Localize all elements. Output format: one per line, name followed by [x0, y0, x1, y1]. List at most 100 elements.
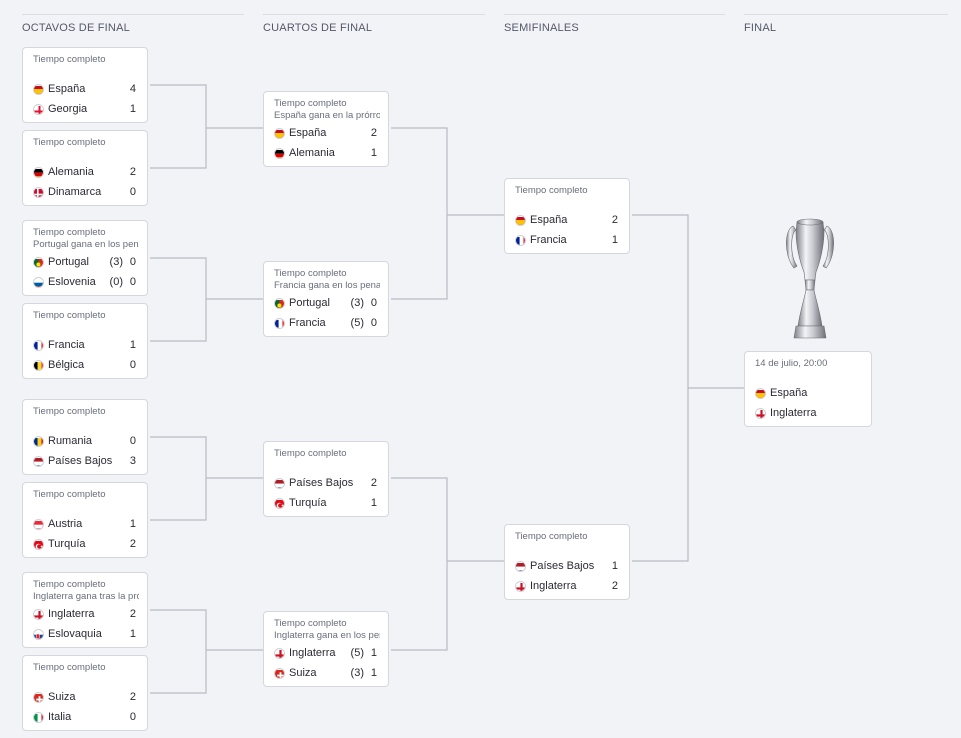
team-score: 1 [129, 518, 136, 530]
connector-r16-qf-4 [150, 609, 263, 694]
match-card-qf-1[interactable]: Tiempo completo España gana en la prórro… [263, 91, 389, 167]
connector-qf-sf-1 [391, 127, 504, 300]
team-score: 1 [129, 339, 136, 351]
france-flag-icon [33, 340, 44, 352]
connector-r16-qf-1 [150, 84, 263, 169]
match-card-r16-7[interactable]: Tiempo completo Inglaterra gana tras la … [22, 572, 148, 648]
team-score: 2 [129, 691, 136, 703]
team-name: Austria [48, 518, 83, 530]
penalty-score: (3) [350, 666, 364, 679]
round-header-label: CUARTOS DE FINAL [263, 22, 373, 34]
team-name: Francia [289, 316, 326, 329]
team-name: Rumania [48, 435, 93, 447]
team-row: Bélgica 0 [33, 356, 137, 376]
match-status: Tiempo completo [274, 618, 347, 629]
team-score: 1 [370, 496, 377, 509]
spain-flag-icon [755, 388, 766, 400]
match-card-final[interactable]: 14 de julio, 20:00 España Inglaterra [744, 351, 872, 427]
england-flag-icon [33, 609, 44, 621]
match-status: Tiempo completo [33, 489, 106, 500]
team-row: España 4 [33, 80, 137, 100]
switzerland-flag-icon [274, 667, 285, 679]
match-status: Tiempo completo [274, 448, 347, 459]
match-card-qf-3[interactable]: Tiempo completo Países Bajos 2 Turquía 1 [263, 441, 389, 517]
team-name: Italia [48, 710, 72, 723]
team-row: Turquía 2 [33, 535, 137, 555]
england-flag-icon [515, 580, 526, 592]
team-score: 2 [129, 166, 136, 178]
match-status: Tiempo completo [33, 227, 106, 238]
match-card-sf-2[interactable]: Tiempo completo Países Bajos 1 Inglaterr… [504, 524, 630, 600]
team-row: Eslovaquia 1 [33, 625, 137, 645]
team-name: Francia [48, 339, 85, 351]
team-name: España [530, 214, 568, 226]
match-card-r16-3[interactable]: Tiempo completo Portugal gana en los pen… [22, 220, 148, 296]
match-card-r16-2[interactable]: Tiempo completo Alemania 2 Dinamarca 0 [22, 130, 148, 206]
team-row: Inglaterra (5) 1 [274, 644, 378, 664]
match-status: Tiempo completo [33, 137, 106, 148]
match-status: Tiempo completo [33, 310, 106, 321]
team-row: Austria 1 [33, 515, 137, 535]
match-card-r16-1[interactable]: Tiempo completo España 4 Georgia 1 [22, 47, 148, 123]
romania-flag-icon [33, 436, 44, 448]
team-name: España [770, 387, 808, 399]
team-score: 1 [129, 102, 136, 115]
team-score: 0 [129, 435, 136, 447]
team-score: 1 [611, 560, 618, 572]
match-note: Inglaterra gana en los penaltis [274, 630, 380, 641]
round-header-label: FINAL [744, 22, 777, 34]
team-score: 0 [129, 256, 136, 268]
match-status: Tiempo completo [274, 268, 347, 279]
team-score: 0 [370, 316, 377, 329]
team-row: Dinamarca 0 [33, 183, 137, 203]
match-status: Tiempo completo [33, 662, 106, 673]
austria-flag-icon [33, 519, 44, 531]
team-score: 1 [370, 666, 377, 679]
match-status: Tiempo completo [33, 579, 106, 590]
georgia-flag-icon [33, 103, 44, 115]
team-name: Inglaterra [770, 406, 817, 419]
match-status: Tiempo completo [515, 185, 588, 196]
team-row: Portugal (3) 0 [33, 253, 137, 273]
team-name: Portugal [48, 256, 89, 268]
team-row: Inglaterra 2 [515, 577, 619, 597]
match-status: Tiempo completo [515, 531, 588, 542]
team-score: 2 [611, 214, 618, 226]
match-date: 14 de julio, 20:00 [755, 358, 828, 369]
team-score: 3 [129, 454, 136, 467]
turkey-flag-icon [33, 538, 44, 550]
team-row: Alemania 1 [274, 144, 378, 164]
match-note: España gana en la prórroga [274, 110, 380, 121]
match-card-r16-8[interactable]: Tiempo completo Suiza 2 Italia 0 [22, 655, 148, 731]
match-card-qf-4[interactable]: Tiempo completo Inglaterra gana en los p… [263, 611, 389, 687]
match-card-r16-4[interactable]: Tiempo completo Francia 1 Bélgica 0 [22, 303, 148, 379]
team-name: Eslovenia [48, 275, 96, 288]
team-row: Países Bajos 1 [515, 557, 619, 577]
connector-sf-final [632, 214, 744, 562]
match-card-r16-5[interactable]: Tiempo completo Rumania 0 Países Bajos 3 [22, 399, 148, 475]
team-name: Suiza [289, 666, 317, 679]
team-row: Inglaterra 2 [33, 605, 137, 625]
team-name: Inglaterra [48, 608, 95, 620]
slovakia-flag-icon [33, 628, 44, 640]
portugal-flag-icon [274, 298, 285, 310]
team-row: Georgia 1 [33, 100, 137, 120]
penalty-score: (0) [109, 275, 123, 288]
team-name: Países Bajos [289, 477, 354, 489]
team-row: Suiza 2 [33, 688, 137, 708]
team-name: Inglaterra [289, 647, 336, 659]
match-card-sf-1[interactable]: Tiempo completo España 2 Francia 1 [504, 178, 630, 254]
spain-flag-icon [33, 84, 44, 96]
team-score: 2 [129, 608, 136, 620]
team-score: 0 [129, 275, 136, 288]
match-card-r16-6[interactable]: Tiempo completo Austria 1 Turquía 2 [22, 482, 148, 558]
england-flag-icon [755, 407, 766, 419]
team-row: España 2 [515, 211, 619, 231]
team-name: Portugal [289, 297, 330, 309]
team-row: Rumania 0 [33, 432, 137, 452]
team-name: Países Bajos [530, 560, 595, 572]
connector-r16-qf-3 [150, 436, 263, 521]
match-card-qf-2[interactable]: Tiempo completo Francia gana en los pena… [263, 261, 389, 337]
round-header-qf: CUARTOS DE FINAL [263, 14, 485, 38]
